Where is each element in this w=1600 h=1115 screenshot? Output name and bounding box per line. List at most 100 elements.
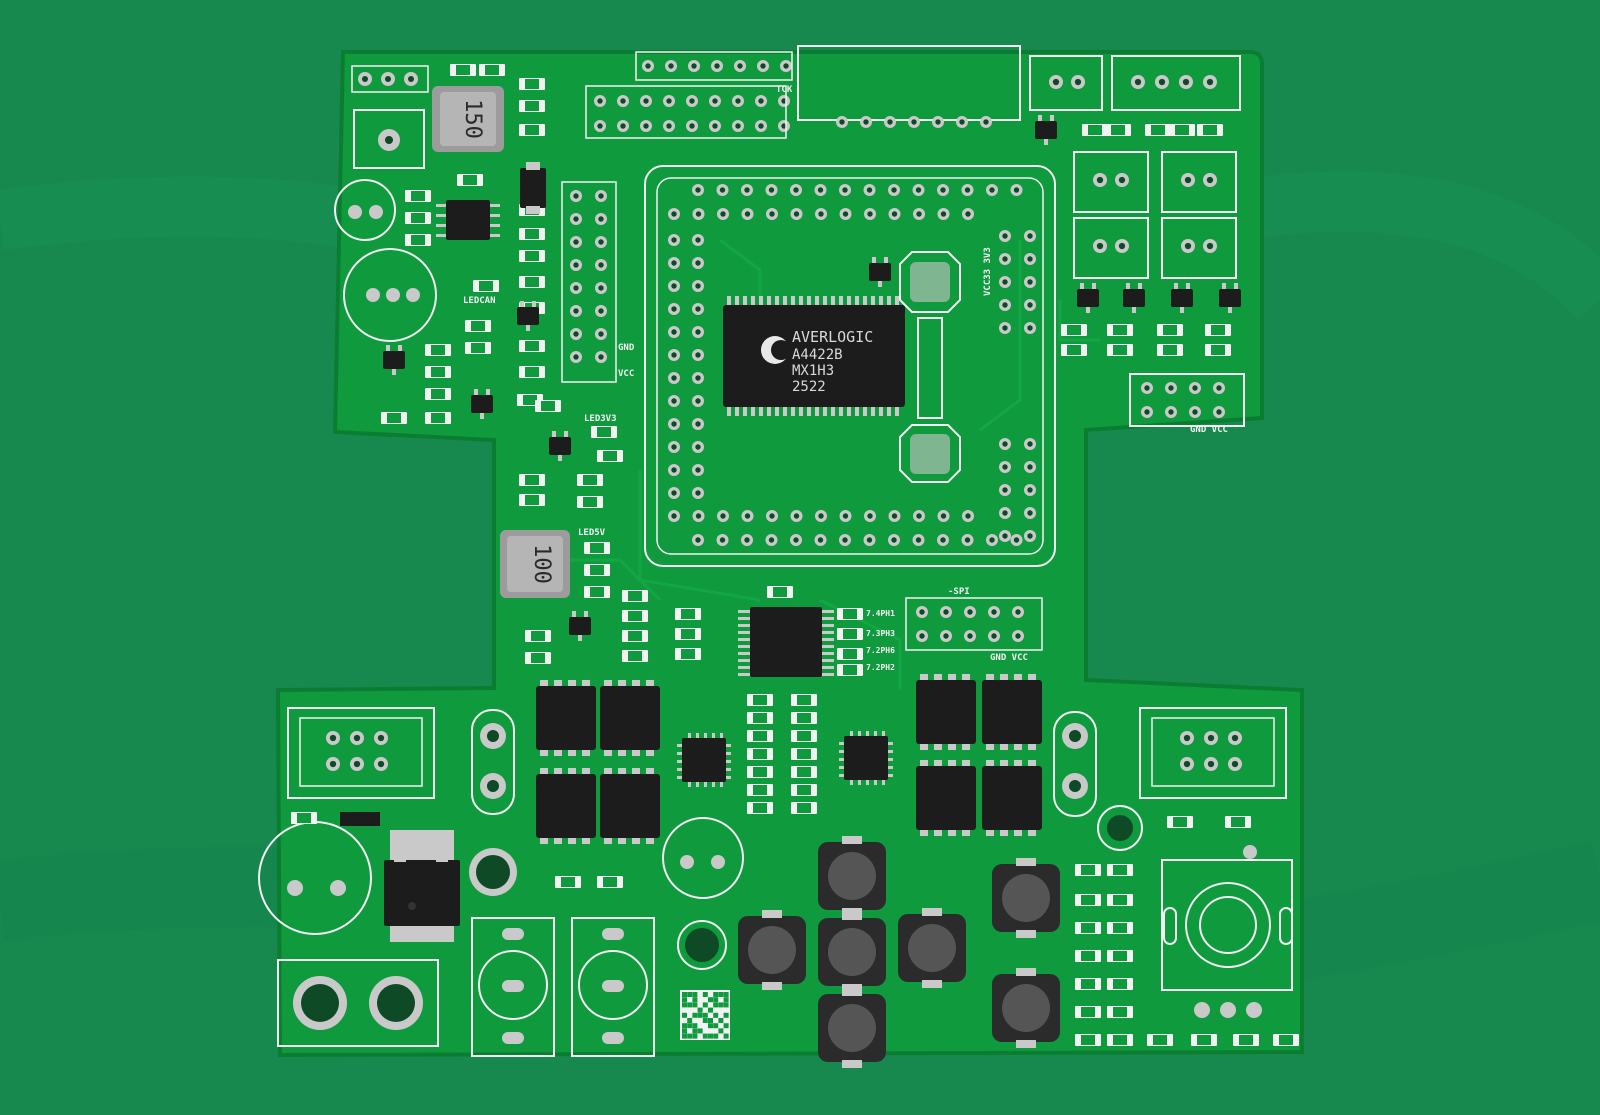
via-hole (573, 193, 579, 199)
mosfet-pin (920, 744, 928, 750)
smd-component (1075, 894, 1101, 906)
sot-pin (1180, 307, 1184, 313)
smd-component (535, 400, 561, 412)
qr-module (682, 997, 687, 1003)
via-hole (866, 187, 873, 193)
inductor-pad (842, 836, 862, 844)
qfn-pin (882, 780, 885, 785)
via-hole (329, 734, 337, 742)
via-hole (671, 513, 677, 519)
qfn-pin (888, 758, 893, 761)
six-pin-connector-holes (326, 731, 1242, 771)
via-hole (959, 119, 965, 125)
mosfet-pin (934, 744, 942, 750)
qfn-pin (839, 758, 844, 761)
mosfet-pin (632, 750, 640, 756)
smd-component (1107, 1034, 1133, 1046)
socket-outline (644, 165, 1056, 567)
via-hole (643, 98, 649, 104)
smd-component (747, 712, 773, 724)
via-hole (1206, 176, 1214, 184)
ph1-label: 7.4PH1 (866, 609, 895, 618)
smd-gap (1113, 923, 1127, 933)
smd-component (622, 610, 648, 622)
via-hole (671, 211, 677, 217)
ic-pin (855, 404, 859, 416)
mosfet (982, 674, 1042, 750)
sot-body (1123, 289, 1145, 307)
via-hole (744, 211, 751, 217)
mosfet-pin (582, 768, 590, 774)
smd-component (1107, 344, 1133, 356)
via-hole (842, 187, 848, 193)
inductor-pad (762, 982, 782, 990)
ph6-label: 7.2PH6 (866, 646, 895, 655)
via-hole (867, 211, 873, 217)
smd-gap (753, 695, 767, 705)
qfn-pin (839, 742, 844, 745)
via-hole (916, 513, 922, 519)
mosfet-pin (632, 680, 640, 686)
smd-gap (1151, 125, 1165, 135)
via-hole (891, 187, 897, 193)
ic-pin (738, 666, 752, 669)
smd-component (675, 608, 701, 620)
ic-pin (783, 296, 787, 308)
qr-module (702, 1033, 708, 1039)
qfn-pin (839, 766, 844, 769)
mosfet-pin (618, 838, 626, 844)
via-hole (1168, 385, 1174, 391)
ic-pin (815, 296, 819, 308)
smd-component (519, 124, 545, 136)
smd-component (837, 648, 863, 660)
smd-gap (590, 543, 604, 553)
via-hole (1118, 242, 1126, 250)
qr-module (687, 1023, 693, 1029)
smd-component (479, 64, 505, 76)
smd-component (1075, 978, 1101, 990)
via-hole (695, 237, 701, 243)
via-hole (671, 490, 677, 496)
inductor-pad (922, 908, 942, 916)
mosfet-body (536, 686, 596, 750)
socket-pin-holes (668, 184, 1036, 546)
qfn-pin (839, 774, 844, 777)
ic-pin (759, 404, 763, 416)
inductor-150-label: 150 (460, 99, 485, 139)
via-hole (1027, 233, 1033, 239)
via-hole (573, 308, 579, 314)
ic-pin (871, 404, 875, 416)
via-hole (719, 187, 726, 193)
qfn-pin (888, 766, 893, 769)
smd-component (425, 366, 451, 378)
sot-transistor (471, 389, 493, 419)
smd-gap (797, 749, 811, 759)
via-hole (573, 285, 579, 291)
ic-pin (799, 404, 803, 416)
via-hole (573, 262, 579, 268)
via-hole (598, 308, 604, 314)
qr-module (713, 1023, 719, 1029)
ic-pin (847, 296, 851, 308)
via-hole (719, 537, 726, 543)
smd-gap (628, 591, 642, 601)
smd-component (1205, 324, 1231, 336)
via-hole (1027, 487, 1033, 493)
via-hole (573, 354, 579, 360)
mosfet-pin (582, 838, 590, 844)
sot-pin (1132, 307, 1136, 313)
smd-component (425, 412, 451, 424)
mosfet-pin (646, 750, 654, 756)
tck-label: TCK (776, 85, 793, 95)
ic-pin (738, 645, 752, 648)
qr-module (723, 997, 729, 1003)
ic-pin (823, 296, 827, 308)
mosfet-body (916, 766, 976, 830)
smd-component (1075, 1006, 1101, 1018)
via-hole (1027, 279, 1033, 285)
sot-pin (386, 345, 390, 351)
sot-pin (486, 389, 490, 395)
sot-pin (526, 325, 530, 331)
via-hole (1144, 409, 1150, 415)
mosfet-pin (962, 830, 970, 836)
